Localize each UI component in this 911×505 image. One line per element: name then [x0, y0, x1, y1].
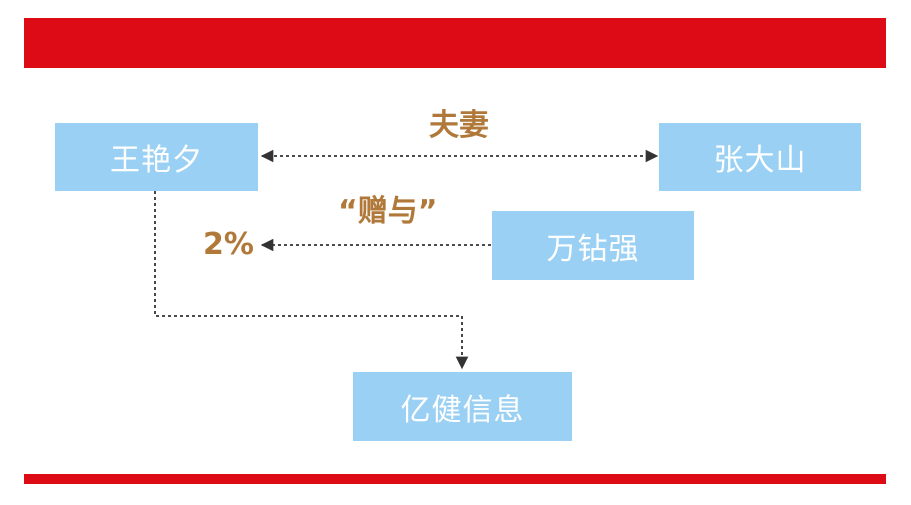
node-yijian-info: 亿健信息 — [353, 372, 572, 441]
label-gift: “赠与” — [338, 194, 438, 229]
bottom-red-band — [24, 474, 886, 484]
node-wan-zuanqiang: 万钻强 — [492, 211, 694, 280]
node-wang-yanxi: 王艳夕 — [55, 123, 258, 191]
ownership-arrow — [154, 191, 469, 370]
top-red-band — [24, 18, 886, 68]
node-zhang-dashan: 张大山 — [659, 123, 861, 191]
label-spouse: 夫妻 — [429, 108, 489, 143]
label-share-percent: 2% — [203, 227, 254, 262]
